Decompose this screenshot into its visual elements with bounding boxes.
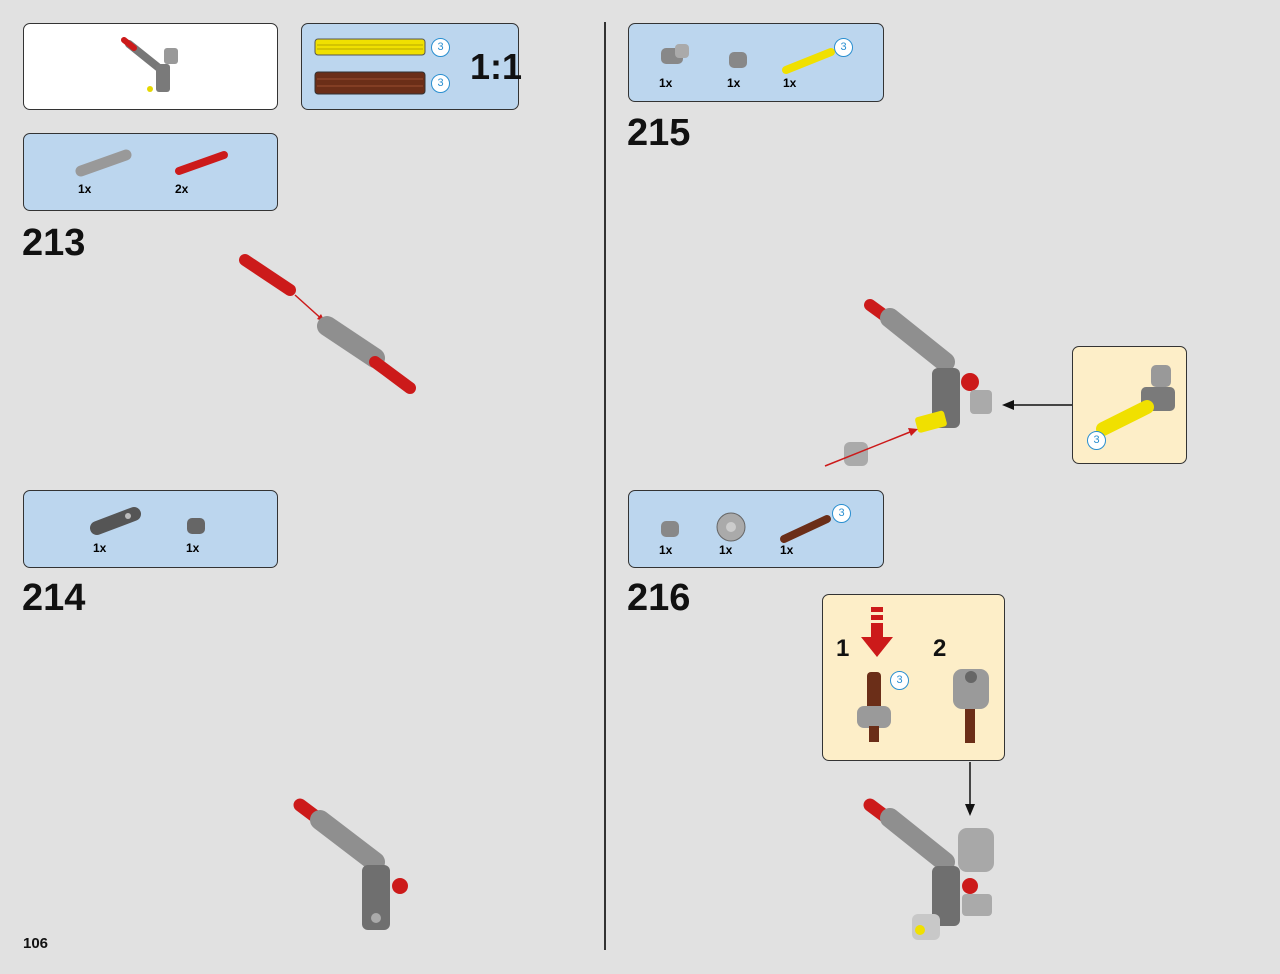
- bush-part: [661, 521, 679, 537]
- step-213-illustration: [239, 254, 416, 394]
- part-qty: 1x: [78, 182, 92, 196]
- part-qty: 1x: [783, 76, 797, 90]
- part-qty: 1x: [780, 543, 794, 557]
- length-badge-yellow: 3: [431, 38, 450, 57]
- part-qty: 1x: [659, 543, 673, 557]
- substep-number: 2: [933, 635, 947, 662]
- length-badge: 3: [832, 504, 851, 523]
- part-qty: 1x: [727, 76, 741, 90]
- parts-box-step-214: 1x 1x: [23, 490, 278, 568]
- bush-part: [729, 52, 747, 68]
- callout-box-step-216: 1 2 3: [822, 594, 1005, 761]
- assembly-preview-box: [23, 23, 278, 110]
- gray-connector-part: [75, 149, 132, 177]
- yellow-axle-ruler: [314, 38, 426, 56]
- part-qty: 2x: [175, 182, 189, 196]
- step-214-illustration: [293, 798, 408, 930]
- length-badge: 3: [1087, 431, 1106, 450]
- preview-assembly-illustration: [121, 37, 178, 92]
- brown-axle-part: [780, 515, 831, 543]
- scale-label: 1:1: [470, 46, 523, 87]
- push-down-arrow-icon: [861, 607, 893, 657]
- callout-arrow: [965, 762, 975, 816]
- page-divider: [604, 22, 606, 950]
- step-number-215: 215: [627, 112, 691, 154]
- length-badge: 3: [890, 671, 909, 690]
- dark-gray-beam-part: [90, 507, 141, 535]
- brown-axle-ruler: [314, 71, 426, 95]
- gear-wheel-part: [716, 512, 746, 542]
- length-ruler-box: 3 3 1:1: [301, 23, 523, 110]
- bush-part: [187, 518, 205, 534]
- page-number: 106: [23, 935, 49, 952]
- red-pin-part: [175, 151, 228, 175]
- step-215-illustration: [824, 299, 992, 467]
- step-number-214: 214: [22, 577, 86, 619]
- substep-1-assembly: [857, 672, 891, 742]
- callout-arrow: [1002, 400, 1072, 410]
- parts-box-step-216: 1x 1x 1x 3: [628, 490, 884, 568]
- callout-subassembly: [1096, 365, 1175, 436]
- substep-number: 1: [836, 635, 850, 662]
- part-qty: 1x: [719, 543, 733, 557]
- yellow-axle-part: [782, 48, 835, 74]
- length-badge: 3: [834, 38, 853, 57]
- step-number-216: 216: [627, 577, 691, 619]
- step-number-213: 213: [22, 222, 86, 264]
- length-badge-brown: 3: [431, 74, 450, 93]
- substep-2-assembly: [953, 669, 989, 743]
- angle-connector-part: [661, 44, 689, 64]
- part-qty: 1x: [93, 541, 107, 555]
- part-qty: 1x: [186, 541, 200, 555]
- part-qty: 1x: [659, 76, 673, 90]
- parts-box-step-215: 1x 1x 1x 3: [628, 23, 884, 102]
- step-216-illustration: [863, 798, 994, 940]
- parts-box-step-213: 1x 2x: [23, 133, 278, 211]
- callout-box-step-215: 3: [1072, 346, 1187, 464]
